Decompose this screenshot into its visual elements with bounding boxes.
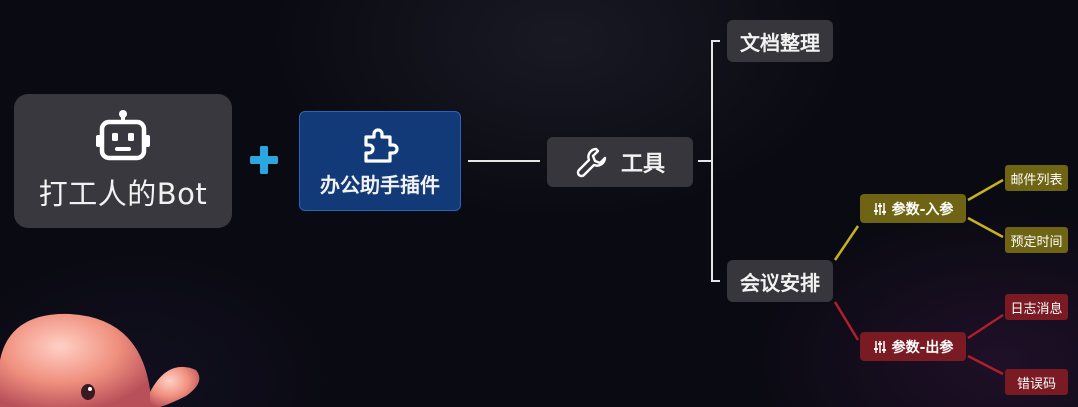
leaf-error-code: 错误码 bbox=[1005, 369, 1068, 395]
leaf-email-list: 邮件列表 bbox=[1005, 165, 1068, 191]
param-output-node: 参数-出参 bbox=[860, 332, 966, 361]
sliders-icon bbox=[873, 202, 886, 215]
robot-icon bbox=[96, 110, 150, 161]
input-email-connector bbox=[967, 178, 1004, 202]
output-log-connector bbox=[967, 313, 1004, 340]
tool-label: 工具 bbox=[620, 152, 665, 177]
input-time-connector bbox=[967, 216, 1004, 239]
puzzle-icon bbox=[364, 127, 399, 163]
leaf-log-message: 日志消息 bbox=[1005, 294, 1068, 320]
wrench-icon bbox=[576, 147, 607, 178]
tool-node: 工具 bbox=[547, 137, 693, 187]
mascot-icon bbox=[0, 313, 200, 407]
param-input-node: 参数-入参 bbox=[860, 194, 966, 223]
output-err-connector bbox=[967, 354, 1004, 376]
leaf-booking-time: 预定时间 bbox=[1005, 227, 1068, 253]
plugin-card: 办公助手插件 bbox=[299, 111, 461, 211]
meeting-output-connector bbox=[833, 301, 860, 341]
plugin-label: 办公助手插件 bbox=[320, 172, 440, 197]
bot-card: 打工人的Bot bbox=[14, 94, 232, 228]
branch-bracket bbox=[711, 40, 720, 282]
doc-organize-node: 文档整理 bbox=[727, 20, 833, 62]
bot-label: 打工人的Bot bbox=[38, 177, 208, 211]
meeting-input-connector bbox=[833, 225, 860, 261]
sliders-icon bbox=[873, 340, 886, 353]
plus-icon bbox=[250, 146, 278, 174]
param-output-label: 参数-出参 bbox=[891, 339, 954, 356]
meeting-schedule-node: 会议安排 bbox=[727, 260, 833, 302]
param-input-label: 参数-入参 bbox=[891, 201, 954, 218]
